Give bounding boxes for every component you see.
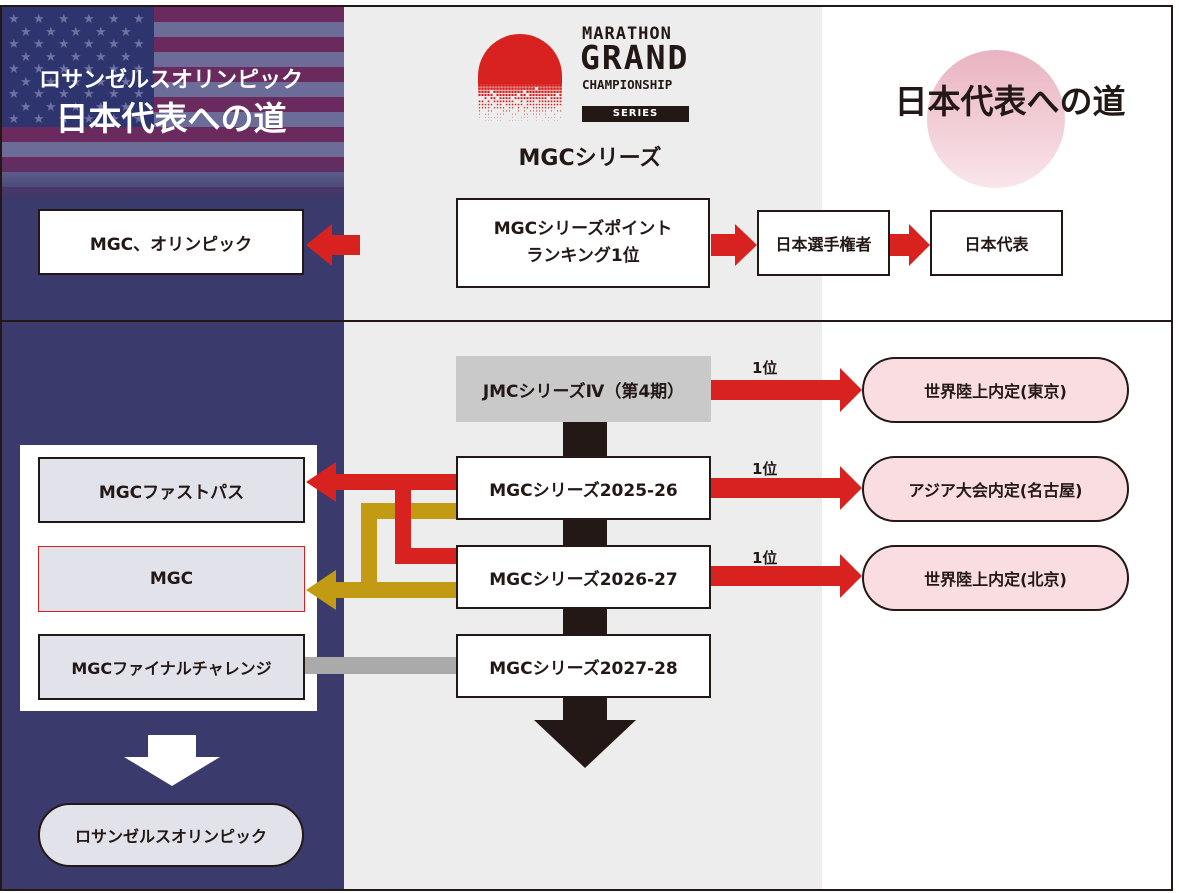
arrow-to-mgc-olympic: [306, 224, 360, 266]
series-box-2026-27: MGCシリーズ2026-27: [456, 545, 711, 609]
ranking-box: MGCシリーズポイント ランキング1位: [456, 198, 710, 288]
mgc-final-challenge-box: MGCファイナルチャレンジ: [38, 634, 305, 700]
arrow-2627-first: [711, 554, 862, 598]
japan-champion-box: 日本選手権者: [757, 210, 890, 276]
gray-connector: [305, 657, 458, 674]
arrow-2526-first: [711, 466, 862, 510]
arrow-champion-to-team: [889, 224, 930, 266]
mgc-box: MGC: [38, 546, 305, 612]
outcome-pill-beijing: 世界陸上内定(北京): [862, 545, 1129, 611]
arrow-ranking-to-champion: [711, 224, 757, 266]
arrow-to-mgc: [306, 570, 458, 610]
arrow-jmc-first: [711, 368, 862, 412]
timeline-arrowhead: [534, 720, 636, 768]
outcome-pill-nagoya: アジア大会内定(名古屋): [862, 456, 1129, 522]
white-down-arrow: [124, 735, 220, 786]
japan-team-box: 日本代表: [930, 210, 1063, 276]
rank-label-2026-27: 1位: [752, 547, 777, 568]
section-divider: [0, 320, 1173, 322]
series-box-2025-26: MGCシリーズ2025-26: [456, 456, 711, 520]
series-box-2027-28: MGCシリーズ2027-28: [456, 634, 711, 698]
ranking-line1: MGCシリーズポイント: [494, 216, 673, 243]
series-box-jmc: JMCシリーズⅣ（第4期）: [456, 356, 711, 422]
rank-label-2025-26: 1位: [752, 458, 777, 479]
mgc-olympic-box: MGC、オリンピック: [38, 209, 304, 275]
la-olympic-pill: ロサンゼルスオリンピック: [38, 803, 304, 867]
ranking-line2: ランキング1位: [526, 243, 639, 270]
rank-label-jmc: 1位: [752, 357, 777, 378]
mgc-fast-pass-box: MGCファストパス: [38, 457, 305, 523]
outcome-pill-tokyo: 世界陸上内定(東京): [862, 357, 1129, 423]
arrow-to-fast-pass: [306, 462, 458, 502]
